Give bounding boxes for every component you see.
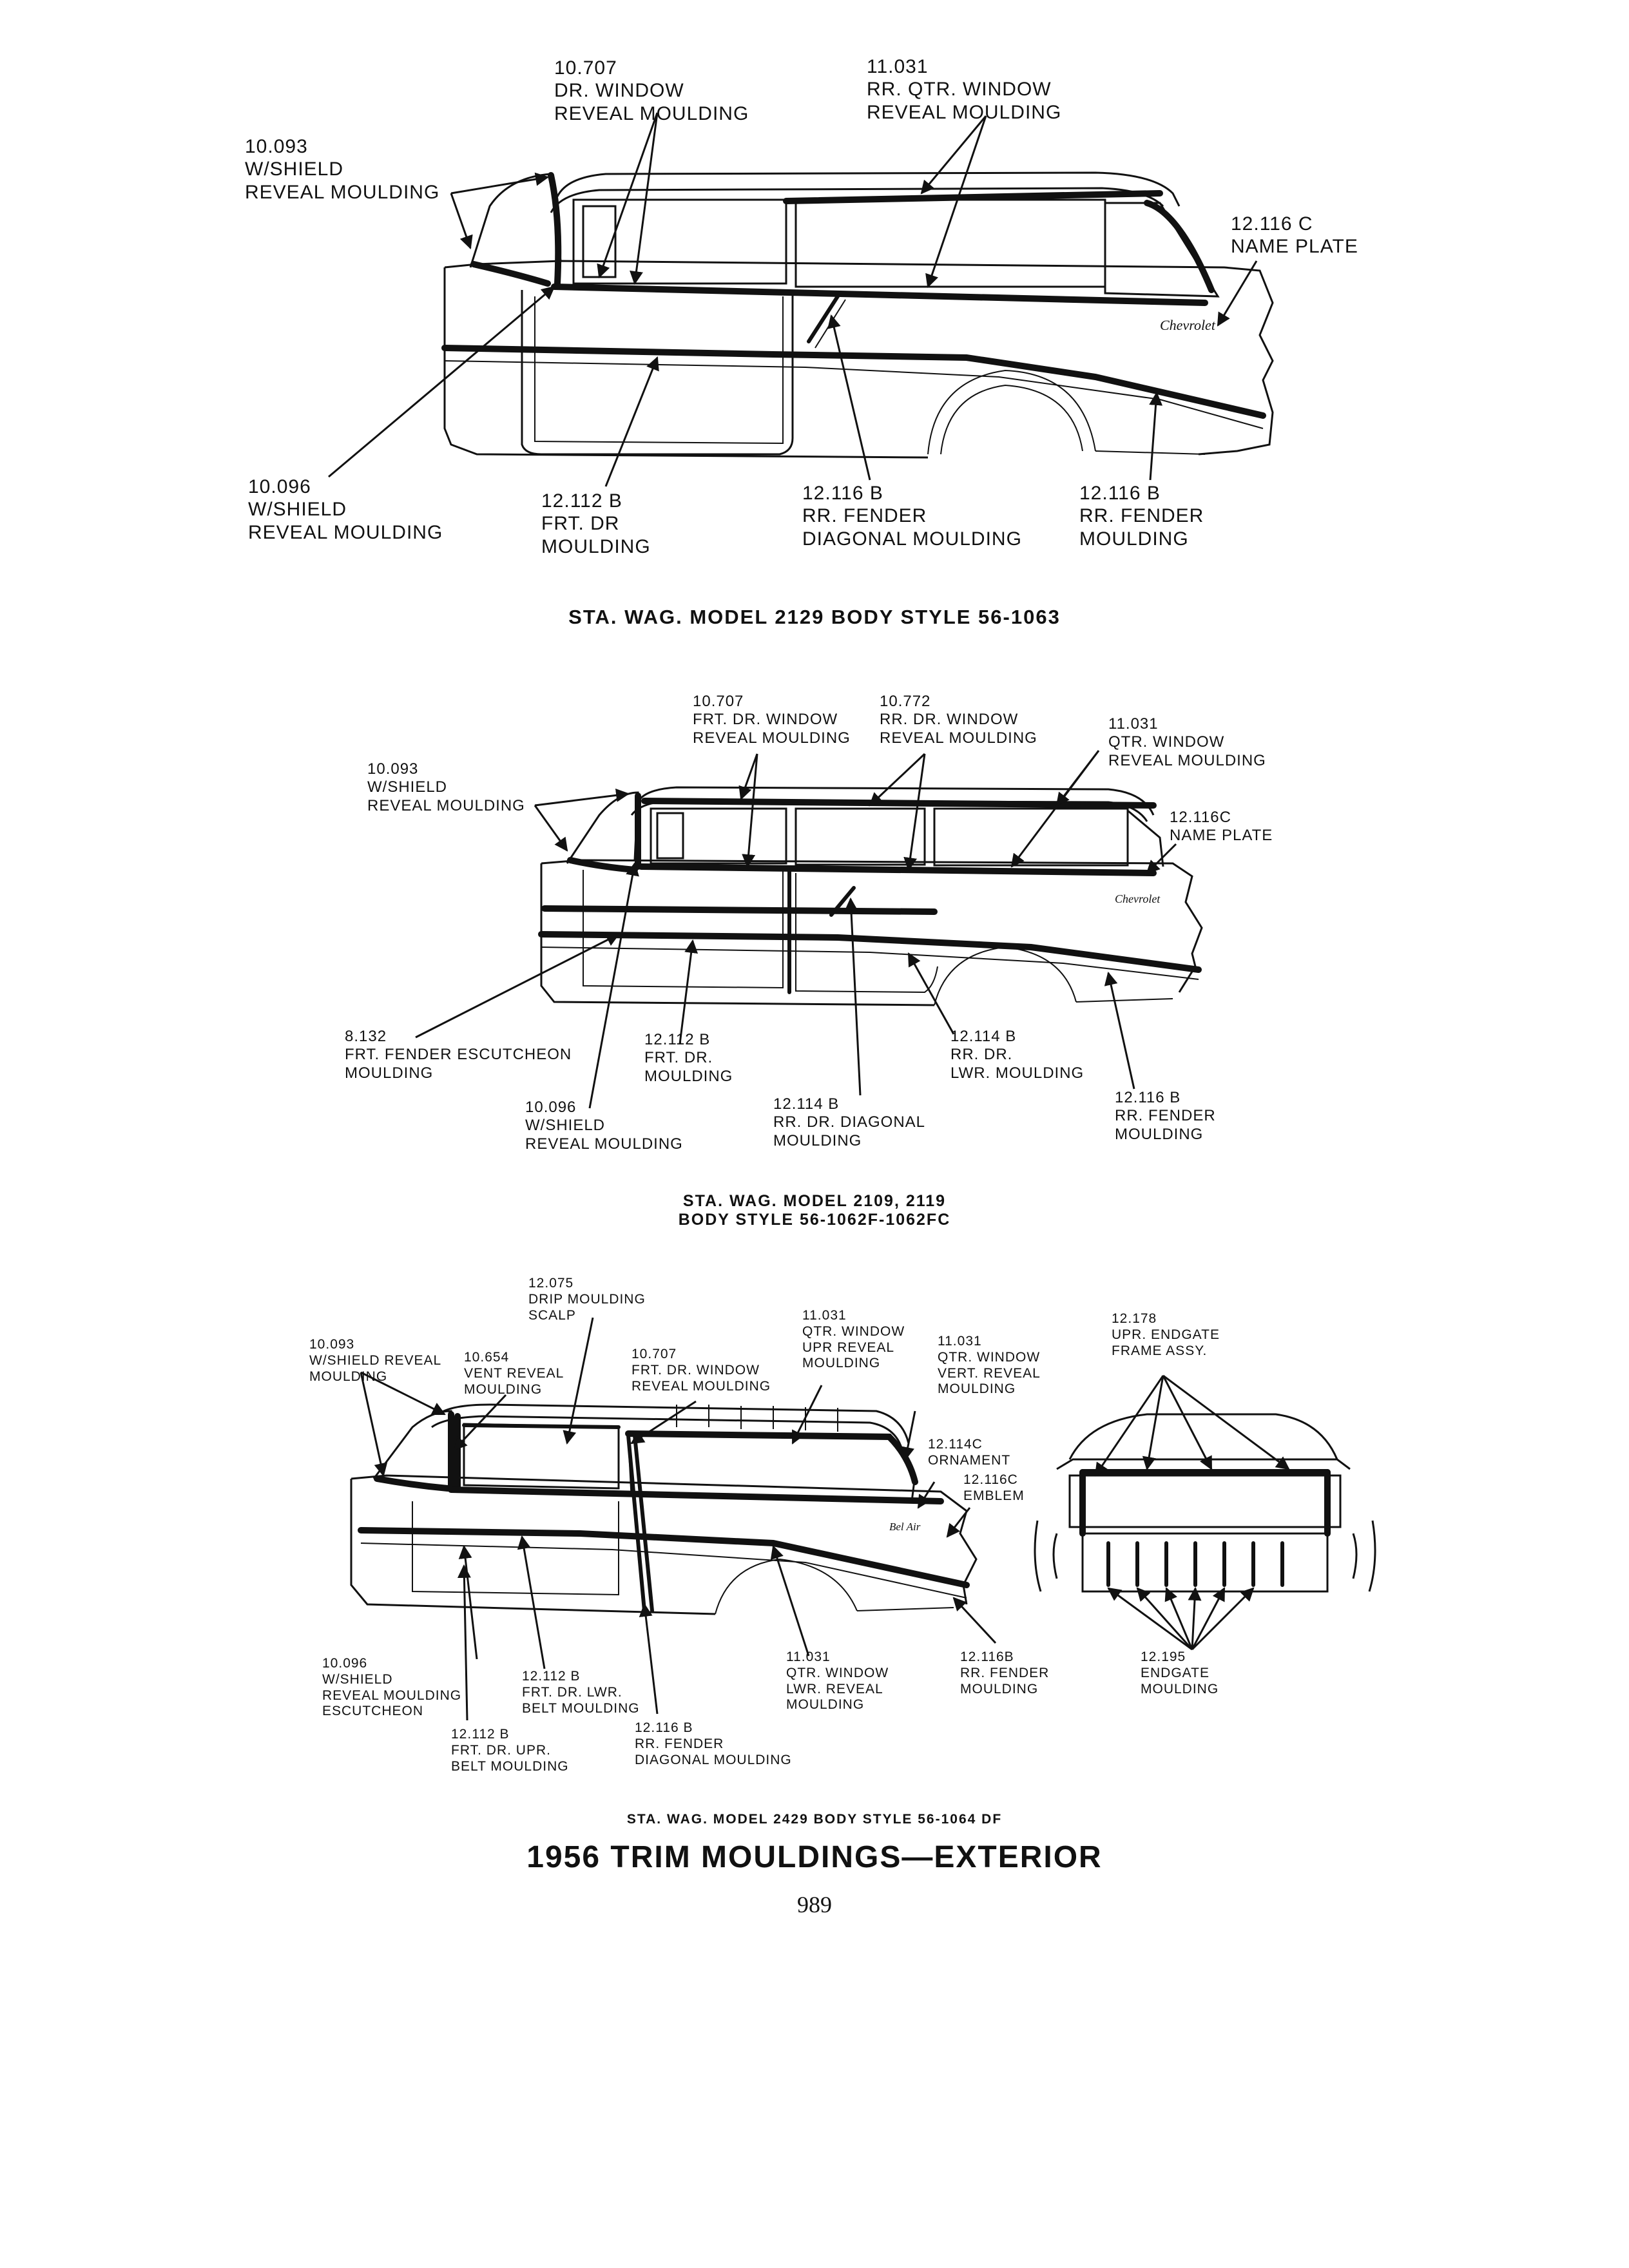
station-wagon-2109-2119-drawing	[415, 750, 1203, 1109]
caption-model-2429: STA. WAG. MODEL 2429 BODY STYLE 56-1064 …	[626, 1812, 1003, 1827]
bel-air-script: Bel Air	[889, 1521, 921, 1533]
station-wagon-2429-rear-view	[1034, 1374, 1376, 1651]
page-title: 1956 TRIM MOULDINGS—EXTERIOR	[526, 1840, 1103, 1874]
chevrolet-script-1: Chevrolet	[1160, 317, 1215, 333]
page-number: 989	[797, 1892, 832, 1917]
station-wagon-2129-drawing	[328, 112, 1274, 487]
station-wagon-2429-drawing	[350, 1317, 997, 1721]
caption-model-2129: STA. WAG. MODEL 2129 BODY STYLE 56-1063	[568, 606, 1061, 628]
chevrolet-script-2: Chevrolet	[1115, 892, 1161, 905]
